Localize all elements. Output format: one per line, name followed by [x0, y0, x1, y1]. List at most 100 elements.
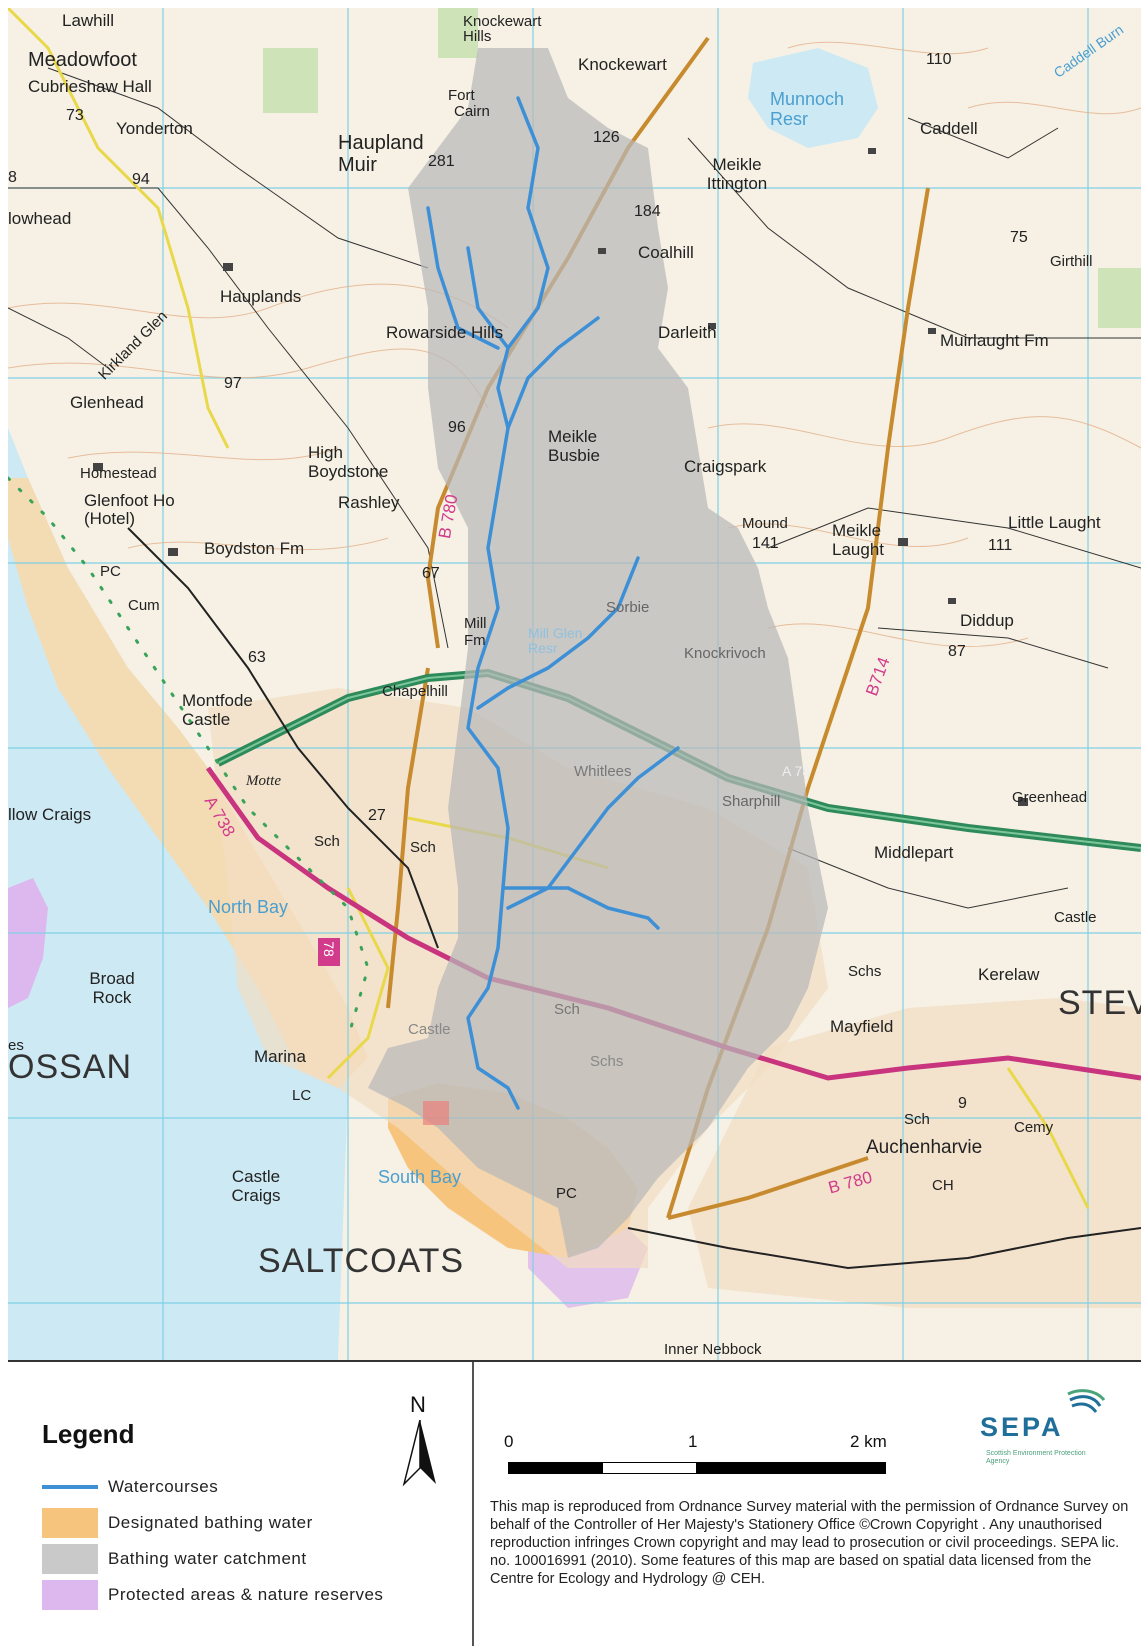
spot-height-73: 73	[66, 107, 84, 124]
place-lowhead: lowhead	[8, 209, 72, 228]
place-pc-1: PC	[100, 563, 121, 580]
legend-item-designated-bathing-water: Designated bathing water	[42, 1506, 313, 1540]
place-es: es	[8, 1037, 24, 1054]
place-castle-2: Castle	[408, 1021, 451, 1038]
legend-title: Legend	[42, 1419, 135, 1449]
map-area[interactable]: Lawhill Meadowfoot Cubrieshaw Hall 73 Yo…	[8, 8, 1141, 1360]
legend-swatch-bathing-water-catchment	[42, 1544, 98, 1574]
spot-height-126: 126	[593, 129, 620, 146]
place-meadowfoot: Meadowfoot	[28, 49, 137, 71]
place-ossan: OSSAN	[8, 1048, 133, 1086]
place-rowarside-hills: Rowarside Hills	[386, 323, 504, 342]
place-knockrivoch: Knockrivoch	[684, 645, 766, 662]
buildings	[93, 148, 1028, 806]
place-hallow-craigs: llow Craigs	[8, 805, 92, 824]
place-cemy: Cemy	[1014, 1119, 1054, 1136]
legend-label-bathing-water-catchment: Bathing water catchment	[108, 1549, 307, 1568]
legend-swatch-watercourses	[42, 1485, 98, 1489]
place-pc-2: PC	[556, 1185, 577, 1202]
scale-tick-0: 0	[504, 1432, 514, 1451]
minor-roads	[8, 67, 1141, 909]
place-stev: STEV	[1058, 984, 1141, 1022]
place-girthill: Girthill	[1050, 253, 1093, 270]
place-sch-3: Sch	[554, 1001, 580, 1018]
place-boydston-fm: Boydston Fm	[204, 539, 305, 558]
place-hauplands: Hauplands	[220, 287, 302, 306]
info-panel: 0 1 2 km SEPA Scottish Environment Prote…	[474, 1362, 1141, 1646]
spot-height-184: 184	[634, 203, 661, 220]
spot-height-111: 111	[988, 537, 1013, 554]
spot-height-67: 67	[422, 565, 440, 582]
spot-height-27: 27	[368, 807, 386, 824]
place-sharphill: Sharphill	[722, 793, 781, 810]
place-lc: LC	[292, 1087, 312, 1104]
place-mill-fm: Mill Fm	[464, 615, 487, 649]
north-arrow-icon	[402, 1420, 436, 1487]
scale-tick-1: 1	[688, 1432, 698, 1451]
spot-height-281: 281	[428, 153, 455, 170]
place-rashley: Rashley	[338, 493, 400, 512]
north-arrow-label: N	[410, 1392, 426, 1417]
spot-height-97: 97	[224, 375, 242, 392]
place-middlepart: Middlepart	[874, 843, 954, 862]
spot-height-110: 110	[926, 51, 952, 68]
place-cubrieshaw-hall: Cubrieshaw Hall	[28, 77, 152, 96]
road-shield-78	[318, 938, 340, 966]
place-sch-1: Sch	[314, 833, 340, 850]
road-shield-78-2	[423, 1101, 449, 1125]
place-sch-4: Sch	[904, 1111, 930, 1128]
place-coalhill: Coalhill	[638, 243, 694, 262]
place-craigspark: Craigspark	[684, 457, 767, 476]
scale-segment-2	[602, 1462, 698, 1474]
place-montfode-castle: Montfode Castle	[182, 691, 253, 729]
town-stevenston	[688, 998, 1141, 1308]
place-auchenharvie: Auchenharvie	[866, 1137, 983, 1158]
legend-label-designated-bathing-water: Designated bathing water	[108, 1513, 313, 1532]
place-high-boydstone: High Boydstone	[308, 443, 389, 481]
wood-3	[1098, 268, 1141, 328]
place-caddell: Caddell	[920, 119, 978, 138]
spot-height-96: 96	[448, 419, 466, 436]
watercourses	[426, 96, 680, 1110]
road-shield-label-78: 78	[320, 941, 337, 957]
place-kerelaw: Kerelaw	[978, 965, 1040, 984]
map-graphics	[8, 8, 1141, 1360]
place-homestead: Homestead	[80, 465, 157, 482]
spot-height-9: 9	[958, 1095, 967, 1112]
scale-segment-3	[696, 1462, 886, 1474]
place-hotel: (Hotel)	[84, 509, 136, 528]
place-whitlees: Whitlees	[574, 763, 632, 780]
protected-area	[8, 878, 48, 1008]
contours	[8, 41, 1141, 647]
place-broad-rock: Broad Rock	[89, 969, 135, 1007]
sepa-logo-subtitle: Scottish Environment Protection Agency	[986, 1450, 1086, 1465]
place-little-laught: Little Laught	[1008, 513, 1101, 532]
railway-2	[627, 1227, 1141, 1270]
spot-height-75: 75	[1010, 229, 1028, 246]
place-sch-2: Sch	[410, 839, 436, 856]
bathing-water-catchment	[368, 48, 828, 1258]
place-cum: Cum	[128, 597, 160, 614]
legend-item-watercourses: Watercourses	[42, 1470, 218, 1504]
place-castle-craigs: Castle Craigs	[231, 1167, 281, 1205]
spot-height-141: 141	[752, 535, 779, 552]
place-mill-glen-resr: Mill Glen Resr	[528, 625, 583, 657]
map-footer: N Legend Watercourses Designated bathing…	[8, 1360, 1141, 1646]
place-diddup: Diddup	[960, 611, 1014, 630]
scale-segment-1	[508, 1462, 604, 1474]
munnoch-reservoir	[748, 48, 878, 148]
place-greenhead: Greenhead	[1012, 789, 1088, 806]
place-haupland-muir: Haupland Muir	[338, 132, 424, 176]
legend-swatch-protected-areas	[42, 1580, 98, 1610]
place-meikle-laught: Meikle Laught	[832, 521, 884, 559]
place-motte: Motte	[246, 773, 281, 789]
spot-height-87: 87	[948, 643, 966, 660]
place-knockewart-hills: Knockewart Hills	[463, 13, 542, 45]
place-munnoch-resr: Munnoch Resr	[770, 89, 845, 129]
place-castle-1: Castle	[1054, 909, 1097, 926]
coastal-path	[8, 476, 370, 1040]
place-muirlaught-fm: Muirlaught Fm	[940, 331, 1049, 350]
place-knockewart: Knockewart	[578, 55, 667, 74]
railway-1	[127, 527, 439, 949]
